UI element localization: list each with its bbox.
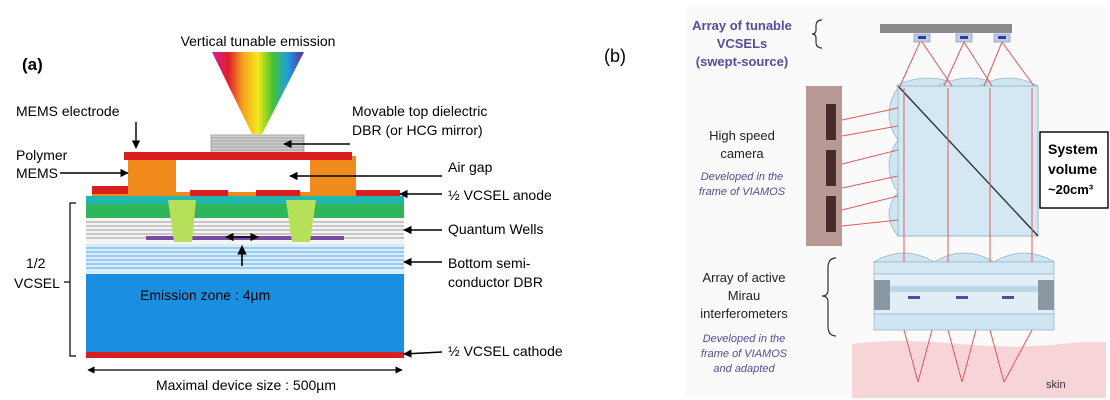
camera-dev-label-2: frame of VIAMOS — [699, 186, 786, 198]
array-vcsel-label-3: (swept-source) — [696, 54, 788, 69]
mems-electrode-layer — [124, 152, 352, 160]
top-dbr — [210, 134, 305, 158]
aperture-right — [286, 200, 316, 242]
volume-label: volume — [1048, 161, 1097, 177]
camera-sensor-3 — [826, 196, 836, 232]
movable-dbr-label-2: DBR (or HCG mirror) — [352, 122, 483, 138]
camera-label-2: camera — [720, 146, 764, 161]
array-vcsel-label-1: Array of tunable — [692, 18, 792, 33]
camera-sensor-1 — [826, 104, 836, 140]
aperture-left — [168, 200, 196, 242]
anode-left — [190, 190, 228, 198]
mems-electrode-label: MEMS electrode — [16, 103, 120, 119]
high-speed-camera — [806, 86, 842, 246]
mems-label: MEMS — [16, 165, 58, 181]
air-gap — [176, 162, 310, 192]
panel-a-tag: (a) — [22, 55, 43, 74]
bottom-dbr-label-2: conductor DBR — [448, 274, 543, 290]
anode-right — [256, 190, 300, 198]
emission-label: Vertical tunable emission — [181, 33, 336, 49]
cathode-label: ½ VCSEL cathode — [448, 343, 563, 359]
camera-dev-label-1: Developed in the — [701, 171, 784, 183]
half-label: 1/2 — [26, 255, 46, 271]
vcsel-emitters — [913, 33, 1011, 43]
vcsel-stack — [86, 196, 404, 358]
quantum-wells-label: Quantum Wells — [448, 221, 543, 237]
electrode-left-base — [92, 186, 128, 194]
mirau-label-3: interferometers — [700, 306, 788, 321]
emission-zone-label: Emission zone : 4µm — [140, 287, 270, 303]
system-label: System — [1048, 141, 1098, 157]
bottom-dbr-label-1: Bottom semi- — [448, 255, 531, 271]
device-size-label: Maximal device size : 500µm — [156, 377, 336, 393]
mirau-label-1: Array of active — [702, 270, 785, 285]
panel-a: (a) Vertical tunable emission — [14, 33, 563, 393]
light-rays — [841, 41, 1035, 383]
vcsel-bracket — [69, 202, 76, 357]
mirau-dev-label-1: Developed in the — [703, 333, 786, 345]
vcsel-array-bar — [880, 24, 1012, 33]
mirau-block — [873, 261, 1055, 331]
camera-label-1: High speed — [709, 128, 775, 143]
camera-sensor-2 — [826, 150, 836, 186]
vcsel-label: VCSEL — [14, 275, 60, 291]
anode-label: ½ VCSEL anode — [448, 187, 552, 203]
volume-value: ~20cm³ — [1048, 182, 1094, 197]
cathode-layer — [86, 352, 404, 358]
mirau-dev-label-2: frame of VIAMOS — [701, 348, 788, 360]
movable-dbr-label-1: Movable top dielectric — [352, 103, 487, 119]
skin-label: skin — [1046, 379, 1066, 391]
emission-cone — [212, 52, 304, 134]
air-gap-label: Air gap — [448, 159, 493, 175]
upper-lens-array — [895, 77, 1039, 87]
camera-lens-array — [888, 86, 899, 238]
lower-lens-array — [872, 252, 1056, 263]
mirau-label-2: Mirau — [728, 288, 761, 303]
array-vcsel-label-2: VCSELs — [717, 36, 768, 51]
mirau-dev-label-3: and adapted — [713, 363, 775, 375]
beam-splitter-diagonal — [897, 85, 1039, 237]
anode-far-right — [356, 190, 400, 198]
panel-b-tag: (b) — [604, 46, 626, 66]
mirau-bracket — [821, 257, 837, 337]
polymer-label: Polymer — [16, 147, 68, 163]
panel-b: (b) skin — [604, 6, 1109, 398]
skin-layer — [852, 341, 1106, 398]
vcsel-bracket-b — [811, 19, 823, 49]
system-volume-box — [1039, 131, 1109, 209]
